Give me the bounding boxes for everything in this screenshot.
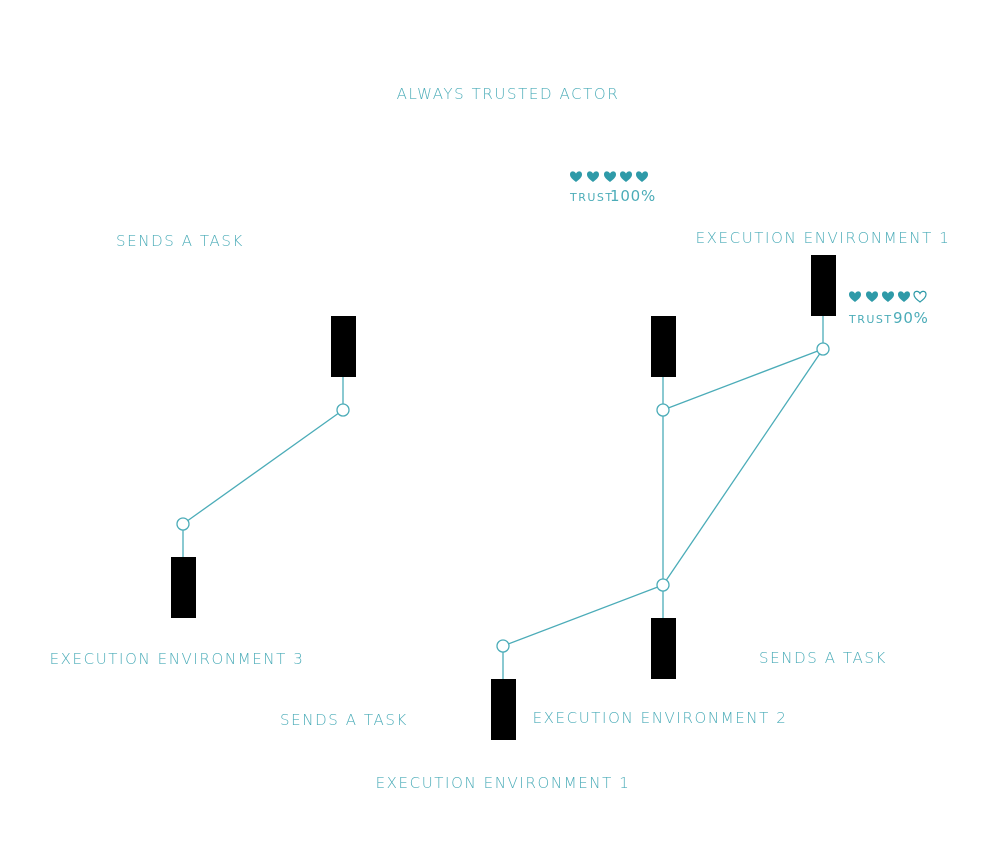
execution-environment-2-label: EXECUTION ENVIRONMENT 2 xyxy=(533,709,788,727)
trust-hearts-env1 xyxy=(849,290,927,303)
edge-center-to-bottom xyxy=(502,584,664,647)
connector-node xyxy=(336,403,350,417)
server-icon xyxy=(651,618,676,679)
server-icon xyxy=(491,679,516,740)
execution-environment-1-label-top: EXECUTION ENVIRONMENT 1 xyxy=(696,229,951,247)
always-trusted-actor-label: ALWAYS TRUSTED ACTOR xyxy=(397,85,620,103)
sends-task-label-left: SENDS A TASK xyxy=(116,232,244,250)
heart-icon xyxy=(620,171,632,182)
connector-node xyxy=(496,639,510,653)
edge-left-link xyxy=(182,409,344,525)
trust-label-actor: TRUST xyxy=(569,191,614,204)
edge-top-right-to-center xyxy=(662,348,824,586)
heart-icon xyxy=(866,291,878,302)
heart-icon xyxy=(849,291,861,302)
trust-value-actor: 100% xyxy=(610,187,656,205)
execution-environment-3-label: EXECUTION ENVIRONMENT 3 xyxy=(50,650,305,668)
half-heart-icon xyxy=(913,290,927,303)
connector-node xyxy=(816,342,830,356)
execution-environment-1-label-bottom: EXECUTION ENVIRONMENT 1 xyxy=(376,774,631,792)
sends-task-label-right: SENDS A TASK xyxy=(759,649,887,667)
connector-node xyxy=(176,517,190,531)
heart-icon xyxy=(570,171,582,182)
edge-mid-to-top-right xyxy=(662,348,824,411)
server-icon xyxy=(651,316,676,377)
server-icon xyxy=(171,557,196,618)
trust-label-env1: TRUST xyxy=(848,313,893,326)
trust-hearts-actor xyxy=(570,171,648,182)
heart-icon xyxy=(604,171,616,182)
heart-icon xyxy=(882,291,894,302)
sends-task-label-bottom: SENDS A TASK xyxy=(280,711,408,729)
server-icon xyxy=(331,316,356,377)
heart-icon xyxy=(587,171,599,182)
heart-icon xyxy=(636,171,648,182)
connector-node xyxy=(656,403,670,417)
connector-node xyxy=(656,578,670,592)
connection-lines xyxy=(182,316,824,679)
heart-icon xyxy=(898,291,910,302)
trust-value-env1: 90% xyxy=(893,309,929,327)
server-icon xyxy=(811,255,836,316)
